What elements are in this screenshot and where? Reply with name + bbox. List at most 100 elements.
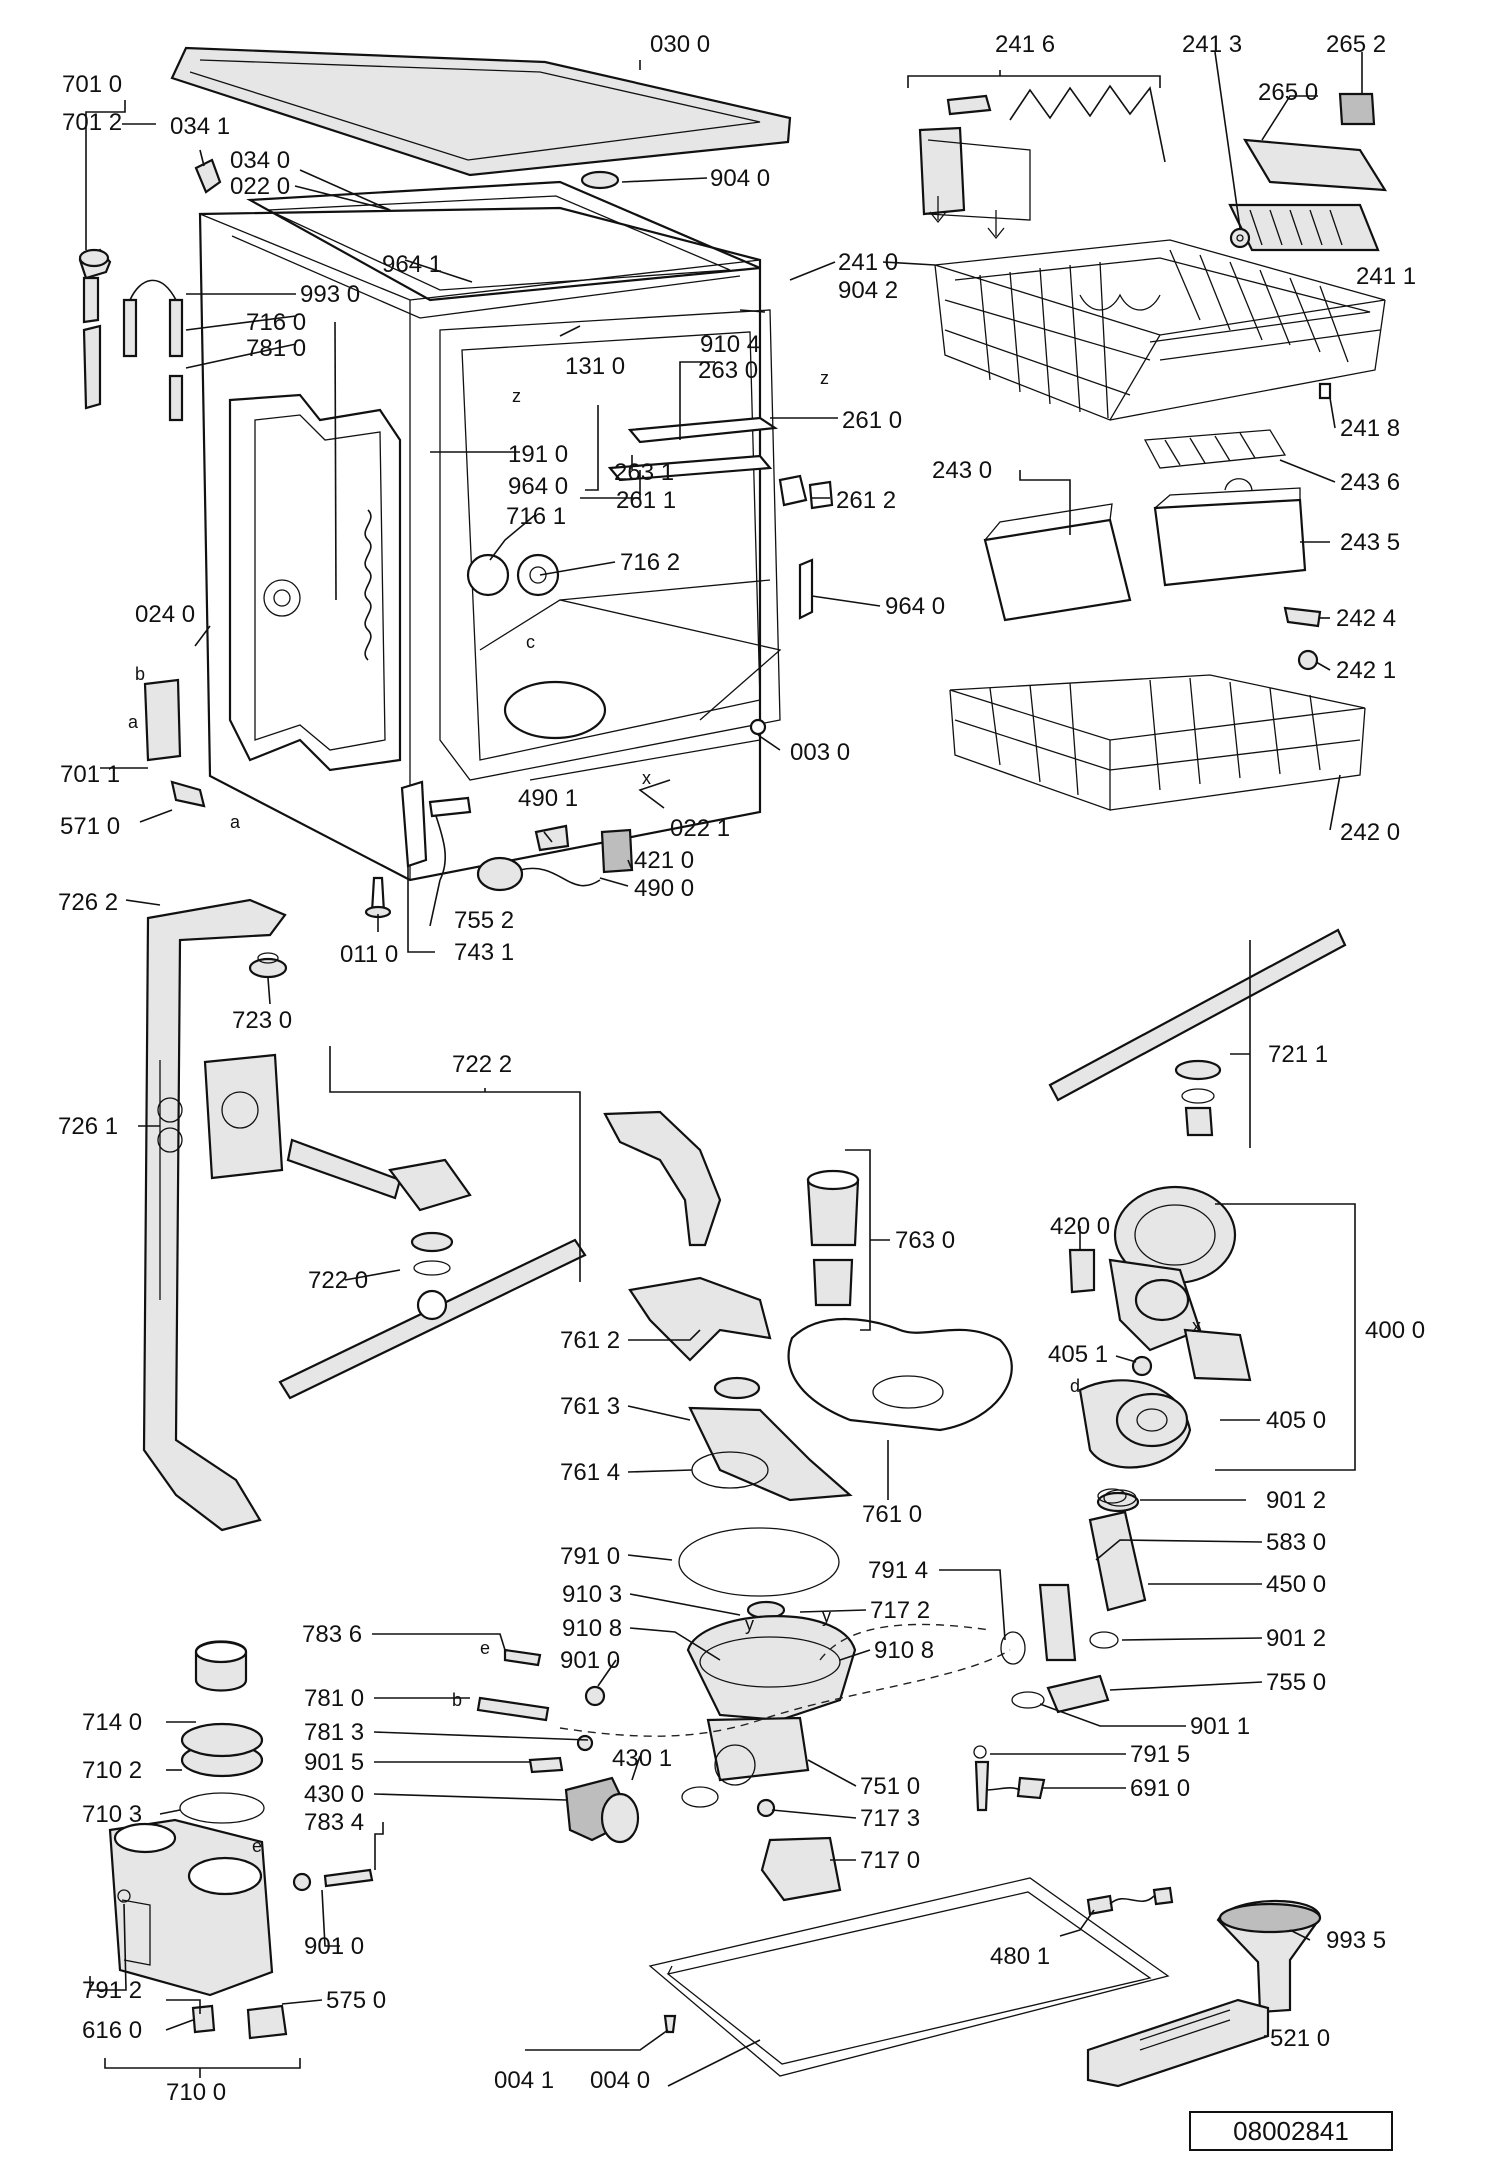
label-901-0: 901 0 — [560, 1647, 620, 1674]
label-022-1: 022 1 — [670, 815, 730, 842]
letter-a: a — [128, 712, 139, 732]
label-710-2: 710 2 — [82, 1757, 142, 1784]
letter-b: b — [135, 664, 145, 684]
label-261-1: 261 1 — [616, 487, 676, 514]
cabinet-group — [78, 46, 834, 919]
side-panel — [228, 393, 402, 772]
label-763-0: 763 0 — [895, 1227, 955, 1254]
label-716-1: 716 1 — [506, 503, 566, 530]
upper-spray-arm — [1048, 928, 1347, 1102]
label-761-0: 761 0 — [862, 1501, 922, 1528]
label-701-2: 701 2 — [62, 109, 122, 136]
label-024-0: 024 0 — [135, 601, 195, 628]
label-242-4: 242 4 — [1336, 605, 1396, 632]
letter-z: z — [512, 386, 521, 406]
label-717-2: 717 2 — [870, 1597, 930, 1624]
filter-plate — [787, 1317, 1013, 1432]
lower-basket — [949, 674, 1366, 741]
label-726-2: 726 2 — [58, 889, 118, 916]
label-781-0: 781 0 — [246, 335, 306, 362]
label-575-0: 575 0 — [326, 1987, 386, 2014]
part-labels: 030 0 701 0 701 2 034 1 034 0 022 0 904 … — [58, 31, 1425, 2106]
sump-gasket — [678, 1527, 840, 1597]
drawing-number-box — [1189, 2111, 1393, 2151]
label-910-8-b: 910 8 — [874, 1637, 934, 1664]
cutlery-basket-large — [1153, 498, 1307, 587]
label-791-4: 791 4 — [868, 1557, 928, 1584]
label-003-0: 003 0 — [790, 739, 850, 766]
label-901-5: 901 5 — [304, 1749, 364, 1776]
label-761-3: 761 3 — [560, 1393, 620, 1420]
label-243-5: 243 5 — [1340, 529, 1400, 556]
sump-opening — [503, 680, 607, 740]
label-490-1: 490 1 — [518, 785, 578, 812]
label-964-1: 964 1 — [382, 251, 442, 278]
label-701-0: 701 0 — [62, 71, 122, 98]
front-panel-strip — [1086, 1998, 1270, 2088]
baskets-group — [918, 84, 1388, 811]
base-group — [108, 1640, 1322, 2088]
label-004-0: 004 0 — [590, 2067, 650, 2094]
letter-e: e — [480, 1638, 490, 1658]
label-904-0: 904 0 — [710, 165, 770, 192]
letter-e: e — [252, 1836, 262, 1856]
label-901-2-b: 901 2 — [1266, 1625, 1326, 1652]
label-241-1: 241 1 — [1356, 263, 1416, 290]
drawing-number: 08002841 — [1189, 2111, 1393, 2151]
label-191-0: 191 0 — [508, 441, 568, 468]
label-726-1: 726 1 — [58, 1113, 118, 1140]
label-751-0: 751 0 — [860, 1773, 920, 1800]
label-722-2: 722 2 — [452, 1051, 512, 1078]
tub-inner — [439, 309, 781, 781]
label-421-0: 421 0 — [634, 847, 694, 874]
label-030-0: 030 0 — [650, 31, 710, 58]
label-265-2: 265 2 — [1326, 31, 1386, 58]
label-521-0: 521 0 — [1270, 2025, 1330, 2052]
label-910-8-a: 910 8 — [562, 1615, 622, 1642]
label-022-0: 022 0 — [230, 173, 290, 200]
label-405-0: 405 0 — [1266, 1407, 1326, 1434]
letter-a: a — [230, 812, 241, 832]
label-901-1: 901 1 — [1190, 1713, 1250, 1740]
label-131-0: 131 0 — [565, 353, 625, 380]
label-783-6: 783 6 — [302, 1621, 362, 1648]
label-904-2: 904 2 — [838, 277, 898, 304]
label-901-2-a: 901 2 — [1266, 1487, 1326, 1514]
cutlery-basket-small — [983, 518, 1132, 622]
label-701-1: 701 1 — [60, 761, 120, 788]
label-716-2: 716 2 — [620, 549, 680, 576]
label-420-0: 420 0 — [1050, 1213, 1110, 1240]
label-242-1: 242 1 — [1336, 657, 1396, 684]
label-910-3: 910 3 — [562, 1581, 622, 1608]
label-791-5: 791 5 — [1130, 1741, 1190, 1768]
label-430-0: 430 0 — [304, 1781, 364, 1808]
label-480-1: 480 1 — [990, 1943, 1050, 1970]
leader-lines — [85, 51, 1363, 2087]
label-691-0: 691 0 — [1130, 1775, 1190, 1802]
letter-b: b — [452, 1690, 462, 1710]
label-265-0: 265 0 — [1258, 79, 1318, 106]
label-714-0: 714 0 — [82, 1709, 142, 1736]
label-964-0-a: 964 0 — [508, 473, 568, 500]
label-400-0: 400 0 — [1365, 1317, 1425, 1344]
label-723-0: 723 0 — [232, 1007, 292, 1034]
letter-x: x — [1192, 1316, 1201, 1336]
upper-basket — [934, 239, 1386, 336]
label-011-0: 011 0 — [340, 941, 398, 968]
label-755-2: 755 2 — [454, 907, 514, 934]
sump — [686, 1615, 857, 1722]
label-791-0: 791 0 — [560, 1543, 620, 1570]
label-571-0: 571 0 — [60, 813, 120, 840]
label-242-0: 242 0 — [1340, 819, 1400, 846]
label-263-0: 263 0 — [698, 357, 758, 384]
label-761-2: 761 2 — [560, 1327, 620, 1354]
label-717-0: 717 0 — [860, 1847, 920, 1874]
label-261-0: 261 0 — [842, 407, 902, 434]
label-993-5: 993 5 — [1326, 1927, 1386, 1954]
connection-letters: b a a c z z x x d e b e y y — [128, 368, 1201, 1856]
label-450-0: 450 0 — [1266, 1571, 1326, 1598]
label-710-3: 710 3 — [82, 1801, 142, 1828]
label-721-1: 721 1 — [1268, 1041, 1328, 1068]
letter-c: c — [526, 632, 535, 652]
